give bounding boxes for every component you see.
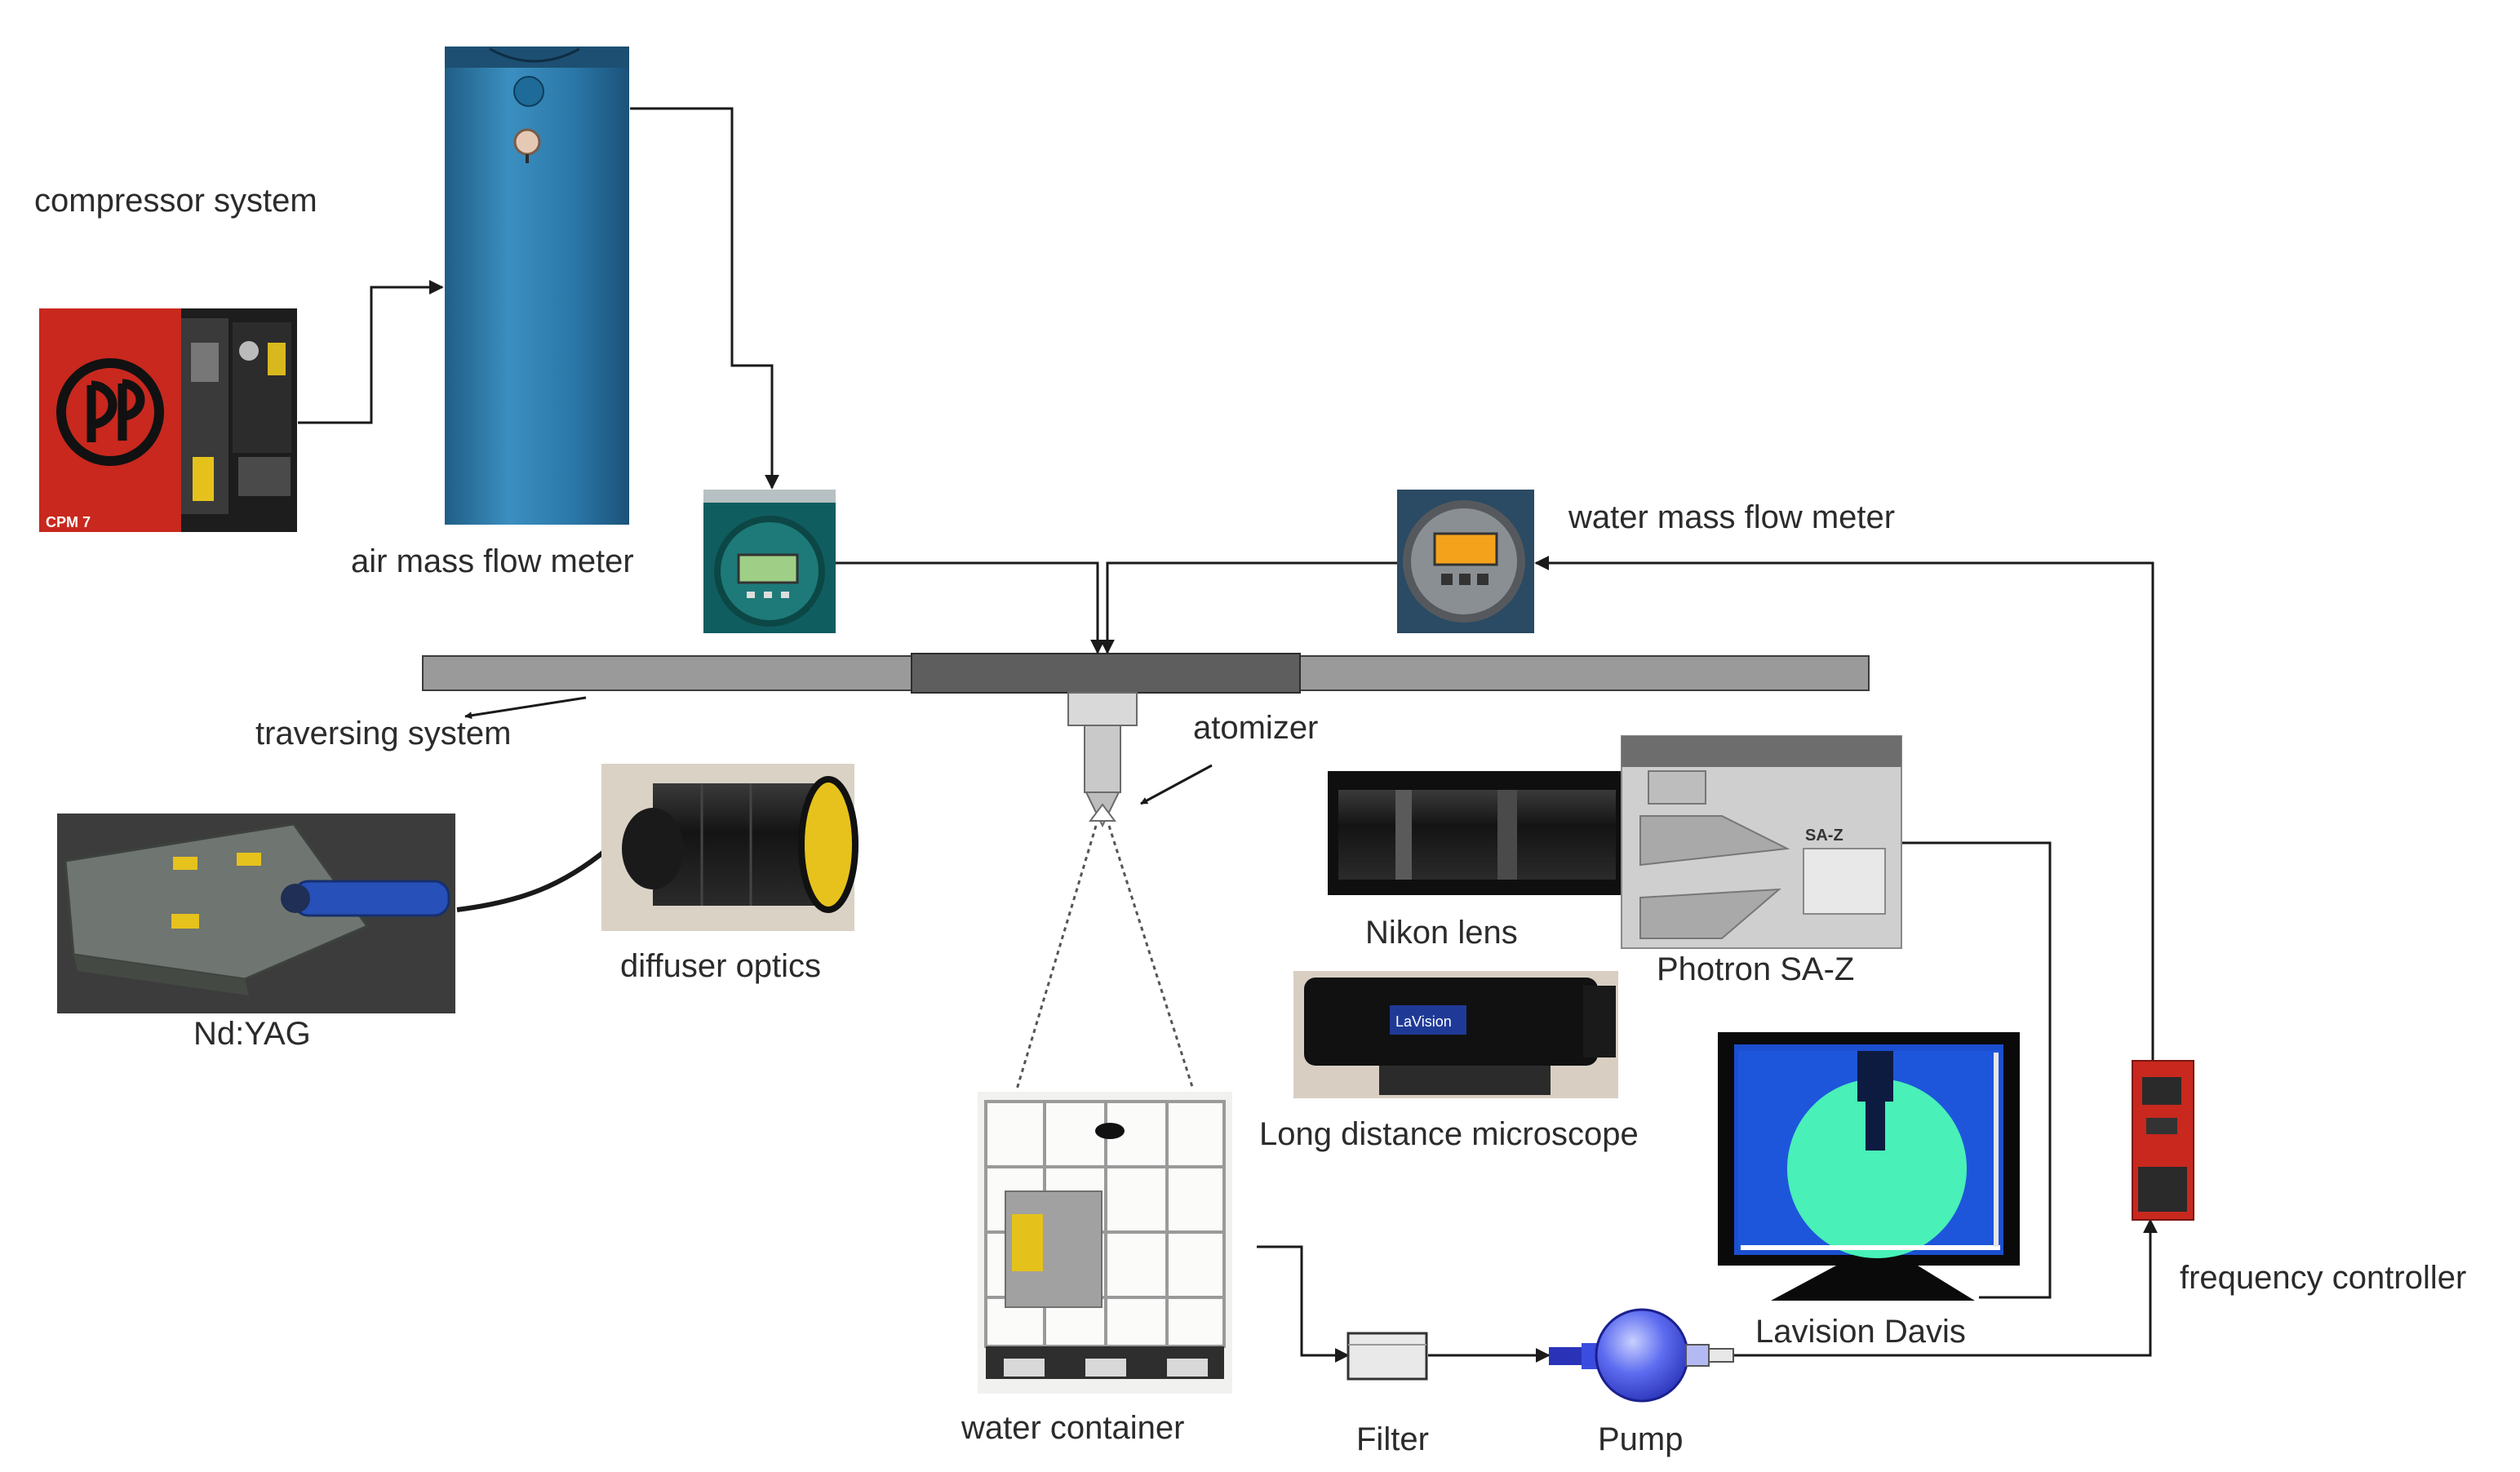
filter-device [1347, 1332, 1428, 1381]
air-tank-photo [445, 47, 629, 525]
label-traversing-system: traversing system [255, 716, 512, 752]
laser-cable [456, 846, 610, 912]
frequency-controller-photo [2132, 1060, 2194, 1221]
lavision-davis-monitor [1718, 1032, 2020, 1301]
label-compressor-system: compressor system [34, 183, 317, 219]
label-water-container: water container [961, 1410, 1185, 1446]
water-meter-to-atomizer-line [1100, 561, 1397, 654]
pump-device [1549, 1308, 1734, 1403]
container-to-filter-line [1257, 1245, 1350, 1363]
label-filter: Filter [1356, 1421, 1429, 1457]
label-water-mass-flow-meter: water mass flow meter [1568, 499, 1896, 535]
long-distance-microscope-photo: LaVision [1293, 971, 1618, 1098]
air-mass-flow-meter-photo [703, 490, 836, 633]
nikon-lens-photo [1328, 771, 1642, 895]
traversing-system-rail [422, 653, 1870, 694]
water-mass-flow-meter-photo [1397, 490, 1534, 633]
label-nd-yag: Nd:YAG [193, 1016, 311, 1052]
photron-camera-photo: SA-Z [1621, 735, 1902, 949]
camera-model-text: SA-Z [1805, 827, 1843, 845]
tank-to-air-meter-line [630, 107, 779, 490]
nd-yag-laser-photo [57, 814, 455, 1013]
label-long-distance-microscope: Long distance microscope [1259, 1116, 1639, 1152]
label-pump: Pump [1598, 1421, 1684, 1457]
label-diffuser-optics: diffuser optics [620, 948, 822, 984]
label-photron: Photron SA-Z [1657, 951, 1855, 987]
air-meter-to-atomizer-line [835, 561, 1105, 654]
microscope-brand-text: LaVision [1395, 1013, 1452, 1030]
connection-lines [298, 107, 2158, 1363]
diffuser-optics-photo [601, 764, 858, 931]
water-container-photo [978, 1092, 1232, 1394]
compressor-model-text: CPM 7 [46, 514, 91, 530]
compressor-to-tank-line [298, 280, 444, 424]
label-lavision-davis: Lavision Davis [1755, 1314, 1966, 1350]
label-nikon-lens: Nikon lens [1365, 915, 1518, 951]
label-frequency-controller: frequency controller [2180, 1260, 2467, 1296]
atomizer-pointer-arrow [1140, 764, 1213, 805]
spray-cone [1015, 825, 1195, 1090]
controller-to-water-meter-line [1534, 556, 2154, 1061]
camera-to-monitor-line [1901, 841, 2052, 1299]
pump-to-controller-line [1734, 1218, 2158, 1357]
label-air-mass-flow-meter: air mass flow meter [351, 543, 634, 579]
atomizer-nozzle [1067, 692, 1138, 828]
traversing-pointer-arrow [464, 696, 587, 720]
compressor-photo: CPM 7 [39, 308, 297, 532]
label-atomizer: atomizer [1193, 710, 1319, 746]
